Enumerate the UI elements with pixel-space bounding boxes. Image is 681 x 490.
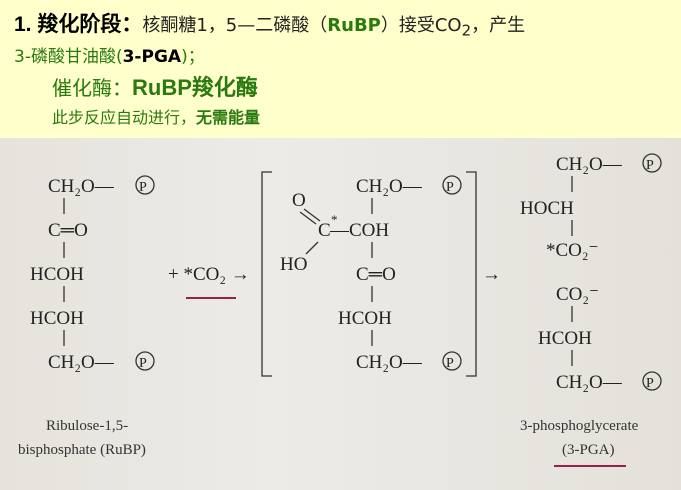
caption-rubp-1: Ribulose-1,5- [46,418,128,434]
reaction-arrow: → [482,264,501,285]
header-line-2: 3-磷酸甘油酸(3-PGA)； [14,42,205,67]
header-line-3: 催化酶：RuBP羧化酶 [52,70,258,102]
header-line-1: 1. 羧化阶段：核酮糖1，5—二磷酸（RuBP）接受CO2，产生 [14,8,525,40]
pga1-ch2o: CH₂O— [556,154,623,175]
caption-rubp-2: bisphosphate (RuBP) [18,442,146,458]
phosphate-label: P [646,376,654,391]
rubp-term: RuBP [327,15,381,36]
header-line-4: 此步反应自动进行，无需能量 [52,104,260,128]
phosphate-icon [135,175,155,195]
rubp-hcoh-1: HCOH [30,264,84,285]
rubp-hcoh-2: HCOH [30,308,84,329]
rubp-ch2o-bottom: CH₂O— [48,352,115,373]
inter-hcoh: HCOH [338,308,392,329]
phosphate-label: P [446,356,454,371]
co2-subscript: 2 [461,21,472,40]
inter-coh: —COH [329,220,389,241]
phosphate-label: P [139,180,147,195]
caption-pga-1: 3-phosphoglycerate [520,418,639,434]
pga2-carboxyl: CO₂⁻ [556,284,599,305]
inter-carbonyl: C═O [356,264,396,285]
pga1-hoch: HOCH [520,198,574,219]
enzyme-label: 催化酶： [52,76,132,100]
bracket-left [261,171,272,377]
phosphate-icon [442,351,462,371]
pga2-ch2o: CH₂O— [556,372,623,393]
inter-ch2o-top: CH₂O— [356,176,423,197]
phosphate-label: P [446,180,454,195]
phosphate-label: P [646,158,654,173]
inter-ch2o-bottom: CH₂O— [356,352,423,373]
bond [303,208,321,222]
step-desc-a: 核酮糖1，5—二磷酸（ [142,15,328,36]
pga-molecules: CH₂O— P HOCH *CO₂⁻ CO₂⁻ HCOH CH₂O— P [520,153,662,393]
inter-carbon: C [318,220,331,241]
rubp-ch2o-top: CH₂O— [48,176,115,197]
inter-ho: HO [280,254,307,275]
co2-addition: + *CO₂ → [168,264,250,285]
bond [299,211,317,225]
caption-pga-2: (3-PGA) [562,442,615,458]
enzyme-name: RuBP羧化酶 [132,75,258,100]
step-desc-b: ）接受CO [380,15,462,36]
phosphate-icon [442,175,462,195]
intermediate-molecule: CH₂O— P O C * —COH HO C═O HCOH CH₂O— P [280,175,462,373]
rubp-molecule: CH₂O— P C═O HCOH HCOH CH₂O— P [30,175,155,373]
pga-abbrev: 3-PGA [122,47,182,67]
step-title: 1. 羧化阶段： [14,13,143,36]
phosphate-icon [642,153,662,173]
bracket-right [466,171,477,377]
pga-end: )； [181,47,205,67]
pga2-hcoh: HCOH [538,328,592,349]
bond [305,241,319,255]
energy-note: 此步反应自动进行， [52,108,197,127]
pga-text: 3-磷酸甘油酸( [14,47,123,67]
energy-bold: 无需能量 [196,108,261,127]
inter-star: * [331,212,338,227]
phosphate-icon [642,371,662,391]
reaction-figure: CH₂O— P C═O HCOH HCOH CH₂O— P + *CO₂ → C… [0,138,681,490]
phosphate-icon [135,351,155,371]
rubp-carbonyl: C═O [48,220,88,241]
pga1-carboxyl: *CO₂⁻ [546,240,599,261]
title-panel: 1. 羧化阶段：核酮糖1，5—二磷酸（RuBP）接受CO2，产生 3-磷酸甘油酸… [0,0,681,138]
step-desc-c: ，产生 [471,15,526,36]
inter-oxygen: O [292,190,306,211]
reaction-diagram: CH₂O— P C═O HCOH HCOH CH₂O— P + *CO₂ → C… [18,153,662,467]
phosphate-label: P [139,356,147,371]
